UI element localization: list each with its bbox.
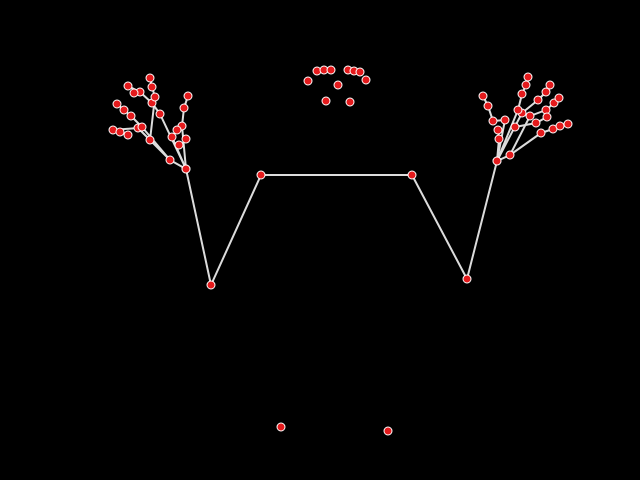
keypoint-r-shoulder [256,170,266,180]
bone-rh_wrist-rh_x1 [181,125,187,170]
keypoint-lh-y2 [500,115,510,125]
keypoint-r-hip [276,422,286,432]
bone-rh_t1-rh_r1 [141,126,171,161]
skeleton-keypoints [108,65,573,436]
keypoint-lh-x2 [483,101,493,111]
keypoint-lh-r4 [554,93,564,103]
keypoint-lh-p1 [531,118,541,128]
keypoint-lh-x3 [478,91,488,101]
keypoint-face-4 [361,75,371,85]
keypoint-l-elbow [462,274,472,284]
keypoint-face-1 [345,97,355,107]
keypoint-rh-p2 [115,127,125,137]
bone-lh_t1-lh_r1 [509,115,531,156]
keypoint-rh-r4 [112,99,122,109]
bone-lh_wrist-lh_m1 [496,109,519,162]
keypoint-rh-m3 [145,73,155,83]
bone-l_elbow-l_wrist [466,160,498,280]
keypoint-rh-r3 [119,105,129,115]
keypoint-lh-y3 [493,125,503,135]
keypoint-rh-t2 [145,135,155,145]
keypoint-lh-m2 [517,89,527,99]
keypoint-lh-t2 [536,128,546,138]
keypoint-rh-m1 [150,92,160,102]
keypoint-lh-y4 [510,122,520,132]
keypoint-r-elbow [206,280,216,290]
keypoint-l-hip [383,426,393,436]
keypoint-rh-r2 [126,111,136,121]
keypoint-rh-m4 [129,88,139,98]
keypoint-lh-i3 [541,87,551,97]
keypoint-rh-m2 [147,82,157,92]
keypoint-lh-m3 [521,80,531,90]
bone-l_shoulder-l_elbow [411,174,468,280]
keypoint-face-7 [326,65,336,75]
keypoint-lh-i4 [545,80,555,90]
bone-rh_wrist-rh_y1 [171,136,187,170]
keypoint-lh-m1 [513,105,523,115]
keypoint-lh-wrist [492,156,502,166]
keypoint-lh-p2 [542,112,552,122]
bone-lh_t1-lh_t2 [509,132,542,156]
keypoint-rh-y1 [167,132,177,142]
keypoint-rh-p1 [123,130,133,140]
keypoint-lh-x1 [488,116,498,126]
keypoint-face-3 [333,80,343,90]
keypoint-l-shoulder [407,170,417,180]
keypoint-rh-i4 [123,81,133,91]
keypoint-rh-x3 [183,91,193,101]
keypoint-rh-r1 [137,122,147,132]
keypoint-rh-t1 [165,155,175,165]
keypoint-rh-wrist [181,164,191,174]
keypoint-lh-y1 [494,134,504,144]
bone-r_elbow-r_shoulder [210,174,262,286]
keypoint-rh-i1 [155,109,165,119]
keypoint-rh-y4 [172,125,182,135]
keypoint-lh-i2 [533,95,543,105]
keypoint-lh-t1 [505,150,515,160]
keypoint-face-10 [355,67,365,77]
keypoint-face-2 [303,76,313,86]
keypoint-lh-t5 [555,121,565,131]
keypoint-face-0 [321,96,331,106]
keypoint-lh-t4 [563,119,573,129]
keypoint-rh-y2 [181,134,191,144]
keypoint-lh-r1 [525,111,535,121]
bone-r_wrist-r_elbow [185,168,212,286]
keypoint-rh-y3 [174,140,184,150]
keypoint-rh-x2 [179,103,189,113]
keypoint-lh-m4 [523,72,533,82]
